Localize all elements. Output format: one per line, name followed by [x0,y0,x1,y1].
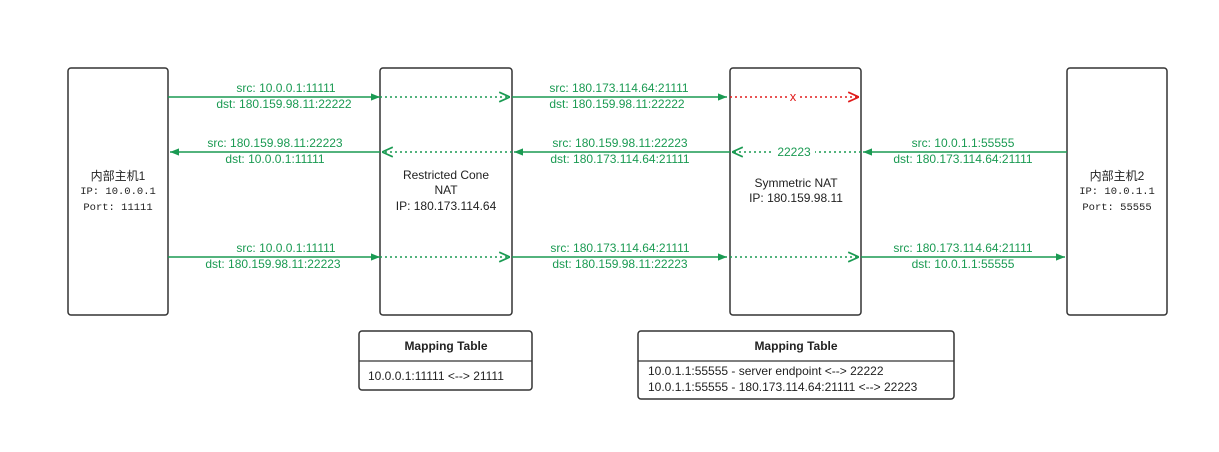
host2-port: Port: 55555 [1082,202,1151,214]
host2-ip: IP: 10.0.1.1 [1079,186,1155,198]
host2-name: 内部主机2 [1090,168,1145,183]
r1-mid-dst-label: dst: 180.159.98.11:22222 [549,97,685,111]
restricted-nat-box [379,67,513,316]
symmetric-mapping-row-0: 10.0.1.1:55555 - server endpoint <--> 22… [648,364,884,378]
symmetric-mapping-row-1: 10.0.1.1:55555 - 180.173.114.64:21111 <-… [648,380,918,394]
host1-ip: IP: 10.0.0.1 [80,186,156,198]
host1-port: Port: 11111 [83,202,152,214]
r2-sym-port-bg [773,144,815,159]
host2-box [1066,67,1168,316]
restricted-mapping-table-title: Mapping Table [404,339,487,353]
r3-left-src-label: src: 10.0.0.1:11111 [236,241,336,255]
r2-mid-src-label: src: 180.159.98.11:22223 [552,136,688,150]
host1-box [67,67,169,316]
r1-left-dst-label: dst: 180.159.98.11:22222 [216,97,352,111]
r3-left-dst-label: dst: 180.159.98.11:22223 [205,257,341,271]
host1-name: 内部主机1 [91,168,146,183]
r3-mid-src-label: src: 180.173.114.64:21111 [550,241,690,255]
restricted-nat-ip: IP: 180.173.114.64 [396,199,497,213]
r2-mid-dst-label: dst: 180.173.114.64:21111 [550,152,690,166]
restricted-nat-title-line1: Restricted Cone [403,168,489,182]
restricted-mapping-row-0: 10.0.0.1:11111 <--> 21111 [368,369,504,383]
symmetric-nat-title: Symmetric NAT [754,176,838,190]
r2-sym-port: 22223 [777,145,811,159]
r2-right-dst-label: dst: 180.173.114.64:21111 [893,152,1033,166]
restricted-nat-title-line2: NAT [434,183,458,197]
r1-left-src-label: src: 10.0.0.1:11111 [236,81,336,95]
r2-left-src-label: src: 180.159.98.11:22223 [207,136,343,150]
r2-right-src-label: src: 10.0.1.1:55555 [912,136,1015,150]
restricted-mapping-table: Mapping Table 10.0.0.1:11111 <--> 21111 [358,330,533,391]
symmetric-mapping-table-title: Mapping Table [754,339,837,353]
symmetric-mapping-table: Mapping Table 10.0.1.1:55555 - server en… [637,330,955,400]
symmetric-nat-ip: IP: 180.159.98.11 [749,191,843,205]
r2-left-dst-label: dst: 10.0.0.1:11111 [225,152,325,166]
r1-mid-src-label: src: 180.173.114.64:21111 [549,81,689,95]
r3-mid-dst-label: dst: 180.159.98.11:22223 [552,257,688,271]
r1-blocked-mark-bg [787,90,799,104]
r1-blocked-mark: x [790,89,797,104]
r3-right-dst-label: dst: 10.0.1.1:55555 [912,257,1015,271]
r3-right-src-label: src: 180.173.114.64:21111 [893,241,1033,255]
symmetric-nat-box [729,67,862,316]
